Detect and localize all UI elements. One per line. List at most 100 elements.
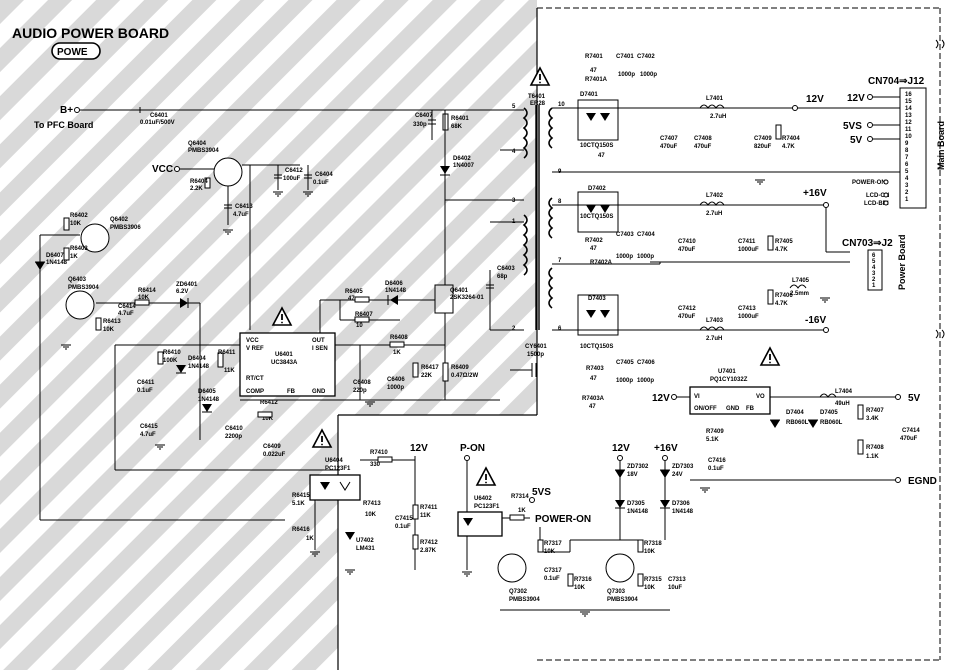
svg-text:8: 8 (905, 148, 909, 154)
svg-text:0.1uF: 0.1uF (395, 524, 411, 530)
svg-text:R7403A: R7403A (582, 396, 605, 402)
svg-text:11: 11 (905, 127, 912, 133)
svg-text:FB: FB (287, 389, 296, 395)
svg-text:470uF: 470uF (678, 314, 696, 320)
svg-text:68p: 68p (497, 274, 508, 280)
svg-text:47: 47 (590, 68, 597, 74)
svg-text:U6402: U6402 (474, 496, 492, 502)
svg-text:PMBS3904: PMBS3904 (607, 597, 638, 603)
svg-text:Q6403: Q6403 (68, 277, 87, 283)
svg-text:10: 10 (558, 102, 565, 108)
transformer-t6401: T6401 ER28 5 4 3 1 2 10 9 8 7 6 (512, 67, 565, 332)
svg-text:R6417: R6417 (421, 365, 439, 371)
svg-text:10K: 10K (644, 549, 656, 555)
svg-text:9: 9 (905, 141, 909, 147)
svg-text:1N4007: 1N4007 (453, 163, 475, 169)
regulator-u7401: U7401 PQ1CY1032Z VI VO ON/OFF GND FB 12V… (652, 347, 937, 493)
svg-text:4.7K: 4.7K (775, 247, 788, 253)
svg-text:2.5mm: 2.5mm (790, 291, 809, 297)
svg-text:Q6404: Q6404 (188, 141, 207, 147)
svg-text:R7403: R7403 (586, 366, 604, 372)
svg-text:C7413: C7413 (738, 306, 756, 312)
svg-text:1000p: 1000p (618, 72, 635, 78)
svg-text:1K: 1K (70, 254, 78, 260)
svg-text:R7407: R7407 (866, 408, 884, 414)
svg-text:5.1K: 5.1K (292, 501, 305, 507)
svg-text:10K: 10K (70, 221, 82, 227)
svg-text:R6405: R6405 (345, 289, 363, 295)
svg-text:C7401: C7401 (616, 54, 634, 60)
svg-text:6: 6 (872, 253, 876, 259)
svg-text:100uF: 100uF (283, 176, 301, 182)
svg-text:C7414: C7414 (902, 428, 920, 434)
svg-text:1N4148: 1N4148 (672, 509, 694, 515)
svg-text:R6413: R6413 (103, 319, 121, 325)
svg-text:2.2K: 2.2K (190, 186, 203, 192)
svg-text:1000uF: 1000uF (738, 247, 759, 253)
svg-text:VCC: VCC (246, 338, 259, 344)
svg-text:L7403: L7403 (706, 318, 724, 324)
svg-text:1000p: 1000p (640, 72, 657, 78)
svg-text:1.1K: 1.1K (866, 454, 879, 460)
svg-text:R7411: R7411 (420, 505, 438, 511)
feedback-opto: U6404 PC123F1 R6415 5.1K R6416 1K R7410 … (292, 429, 438, 575)
svg-text:D7402: D7402 (588, 186, 606, 192)
svg-text:R7401A: R7401A (585, 77, 608, 83)
svg-text:3: 3 (872, 271, 876, 277)
svg-text:R7413: R7413 (363, 501, 381, 507)
svg-text:PMBS3904: PMBS3904 (509, 597, 540, 603)
svg-text:LM431: LM431 (356, 546, 375, 552)
svg-text:D7403: D7403 (588, 296, 606, 302)
svg-text:R6403: R6403 (70, 246, 88, 252)
svg-text:1: 1 (872, 283, 876, 289)
svg-text:R6410: R6410 (163, 350, 181, 356)
svg-text:2: 2 (872, 277, 876, 283)
svg-text:5: 5 (512, 104, 516, 110)
svg-text:1000p: 1000p (616, 378, 633, 384)
svg-text:-16V: -16V (805, 315, 826, 326)
svg-text:470uF: 470uF (900, 436, 918, 442)
svg-text:7: 7 (905, 155, 909, 161)
svg-text:C7406: C7406 (637, 360, 655, 366)
svg-text:R6407: R6407 (355, 312, 373, 318)
svg-text:RB060L: RB060L (786, 420, 809, 426)
svg-text:Q6402: Q6402 (110, 217, 129, 223)
svg-text:C6413: C6413 (235, 204, 253, 210)
svg-text:D7404: D7404 (786, 410, 804, 416)
svg-text:V REF: V REF (246, 346, 264, 352)
svg-text:C6403: C6403 (497, 266, 515, 272)
svg-text:I SEN: I SEN (312, 346, 328, 352)
svg-text:4.7K: 4.7K (775, 301, 788, 307)
svg-text:C7409: C7409 (754, 136, 772, 142)
svg-text:COMP: COMP (246, 389, 264, 395)
svg-text:4: 4 (512, 149, 516, 155)
svg-text:R6412: R6412 (260, 400, 278, 406)
badge-frame (51, 42, 101, 60)
svg-text:1N4148: 1N4148 (188, 364, 210, 370)
svg-text:220p: 220p (353, 388, 367, 394)
svg-text:EGND: EGND (908, 476, 937, 487)
svg-text:C7411: C7411 (738, 239, 756, 245)
svg-text:47: 47 (598, 153, 605, 159)
svg-text:R6414: R6414 (138, 288, 156, 294)
svg-text:4: 4 (872, 265, 876, 271)
zener-chain: 12V +16V ZD7302 18V ZD7303 24V D7305 1N4… (612, 443, 694, 540)
svg-text:PMBS3904: PMBS3904 (68, 285, 99, 291)
svg-text:1: 1 (905, 197, 909, 203)
svg-text:R6416: R6416 (292, 527, 310, 533)
svg-text:R7315: R7315 (644, 577, 662, 583)
svg-text:Q7302: Q7302 (509, 589, 528, 595)
svg-text:3: 3 (905, 183, 909, 189)
svg-text:330p: 330p (413, 122, 427, 128)
svg-text:R6402: R6402 (70, 213, 88, 219)
svg-text:VO: VO (756, 394, 765, 400)
cy6401: CY6401 1500p (510, 344, 547, 377)
svg-text:R7412: R7412 (420, 540, 438, 546)
svg-text:+16V: +16V (803, 188, 827, 199)
svg-text:R6409: R6409 (451, 365, 469, 371)
svg-text:470uF: 470uF (694, 144, 712, 150)
svg-text:L7405: L7405 (792, 278, 810, 284)
svg-text:7: 7 (558, 258, 562, 264)
svg-text:47: 47 (590, 376, 597, 382)
svg-text:16: 16 (905, 92, 912, 98)
